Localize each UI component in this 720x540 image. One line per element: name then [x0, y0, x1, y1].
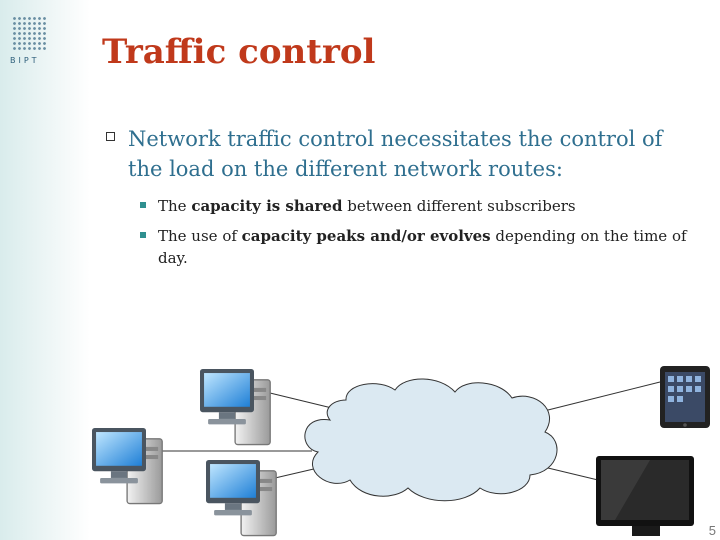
logo-dot-grid	[12, 16, 46, 50]
page-number: 5	[708, 523, 716, 538]
square-bullet-icon	[140, 202, 146, 208]
television-icon	[596, 456, 694, 536]
sub-bullet-text: The capacity is shared between different…	[158, 197, 576, 215]
checkbox-bullet-icon	[106, 132, 115, 141]
main-bullet: Network traffic control necessitates the…	[106, 124, 696, 184]
desktop-computer-icon	[205, 459, 277, 537]
network-cloud	[304, 378, 558, 502]
sub-bullet-1: The capacity is shared between different…	[140, 195, 700, 217]
tablet-icon	[660, 366, 710, 428]
sub-bullet-text: The use of capacity peaks and/or evolves…	[158, 227, 687, 267]
main-bullet-text: Network traffic control necessitates the…	[128, 127, 663, 181]
desktop-computer-icon	[91, 427, 163, 505]
square-bullet-icon	[140, 232, 146, 238]
slide-title: Traffic control	[102, 32, 376, 72]
logo-text: BIPT	[10, 56, 40, 65]
connection-lines	[160, 381, 661, 481]
side-decoration	[0, 0, 90, 540]
bipt-logo: BIPT	[10, 16, 50, 72]
sub-bullet-2: The use of capacity peaks and/or evolves…	[140, 225, 700, 269]
desktop-computer-icon	[199, 368, 271, 446]
